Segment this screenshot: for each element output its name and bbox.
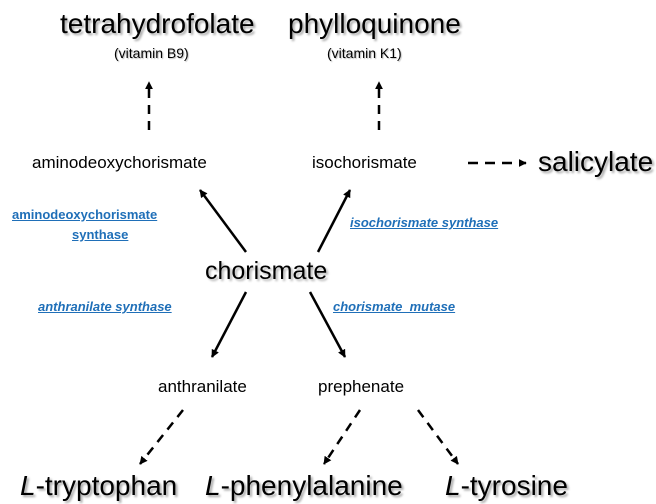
aminodeoxychorismate-synthase-line1: aminodeoxychorismate (12, 207, 158, 222)
phenylalanine-rest: -phenylalanine (220, 470, 403, 501)
arrow-to-isochorismate (316, 189, 352, 253)
phenylalanine-label: L-phenylalanine (205, 472, 403, 500)
chorismate-label: chorismate (205, 257, 328, 285)
tryptophan-label: L-tryptophan (20, 472, 177, 500)
aminodeoxychorismate-synthase-line2: synthase (72, 227, 129, 242)
tryptophan-rest: -tryptophan (35, 470, 178, 501)
phylloquinone-label: phylloquinone (288, 8, 461, 39)
salicylate-label: salicylate (538, 146, 654, 177)
arrow-to-anthranilate (210, 291, 248, 358)
phenylalanine-prefix: L (205, 470, 221, 501)
tetrahydrofolate-note: (vitamin B9) (114, 45, 189, 61)
arrow-to-prephenate (308, 291, 347, 358)
anthranilate-label: anthranilate (158, 377, 247, 396)
dashed-arrow-to-tyrosine (416, 409, 460, 465)
prephenate-label: prephenate (318, 377, 405, 396)
tryptophan-prefix: L (20, 470, 36, 501)
tetrahydrofolate-label: tetrahydrofolate (60, 8, 255, 39)
isochorismate-label: isochorismate (312, 153, 417, 172)
phylloquinone-note: (vitamin K1) (327, 45, 402, 61)
dashed-arrow-to-tryptophan (139, 409, 184, 465)
arrow-to-aminodeoxychorismate (198, 189, 248, 253)
chorismate-mutase-label: chorismate mutase (333, 299, 456, 314)
dashed-arrow-to-phenylalanine (322, 409, 362, 465)
tyrosine-label: L-tyrosine (445, 472, 568, 500)
aminodeoxychorismate-label: aminodeoxychorismate (32, 153, 207, 172)
tyrosine-prefix: L (445, 470, 461, 501)
tyrosine-rest: -tyrosine (460, 470, 568, 501)
anthranilate-synthase-label: anthranilate synthase (38, 299, 172, 314)
isochorismate-synthase-label: isochorismate synthase (350, 215, 499, 230)
